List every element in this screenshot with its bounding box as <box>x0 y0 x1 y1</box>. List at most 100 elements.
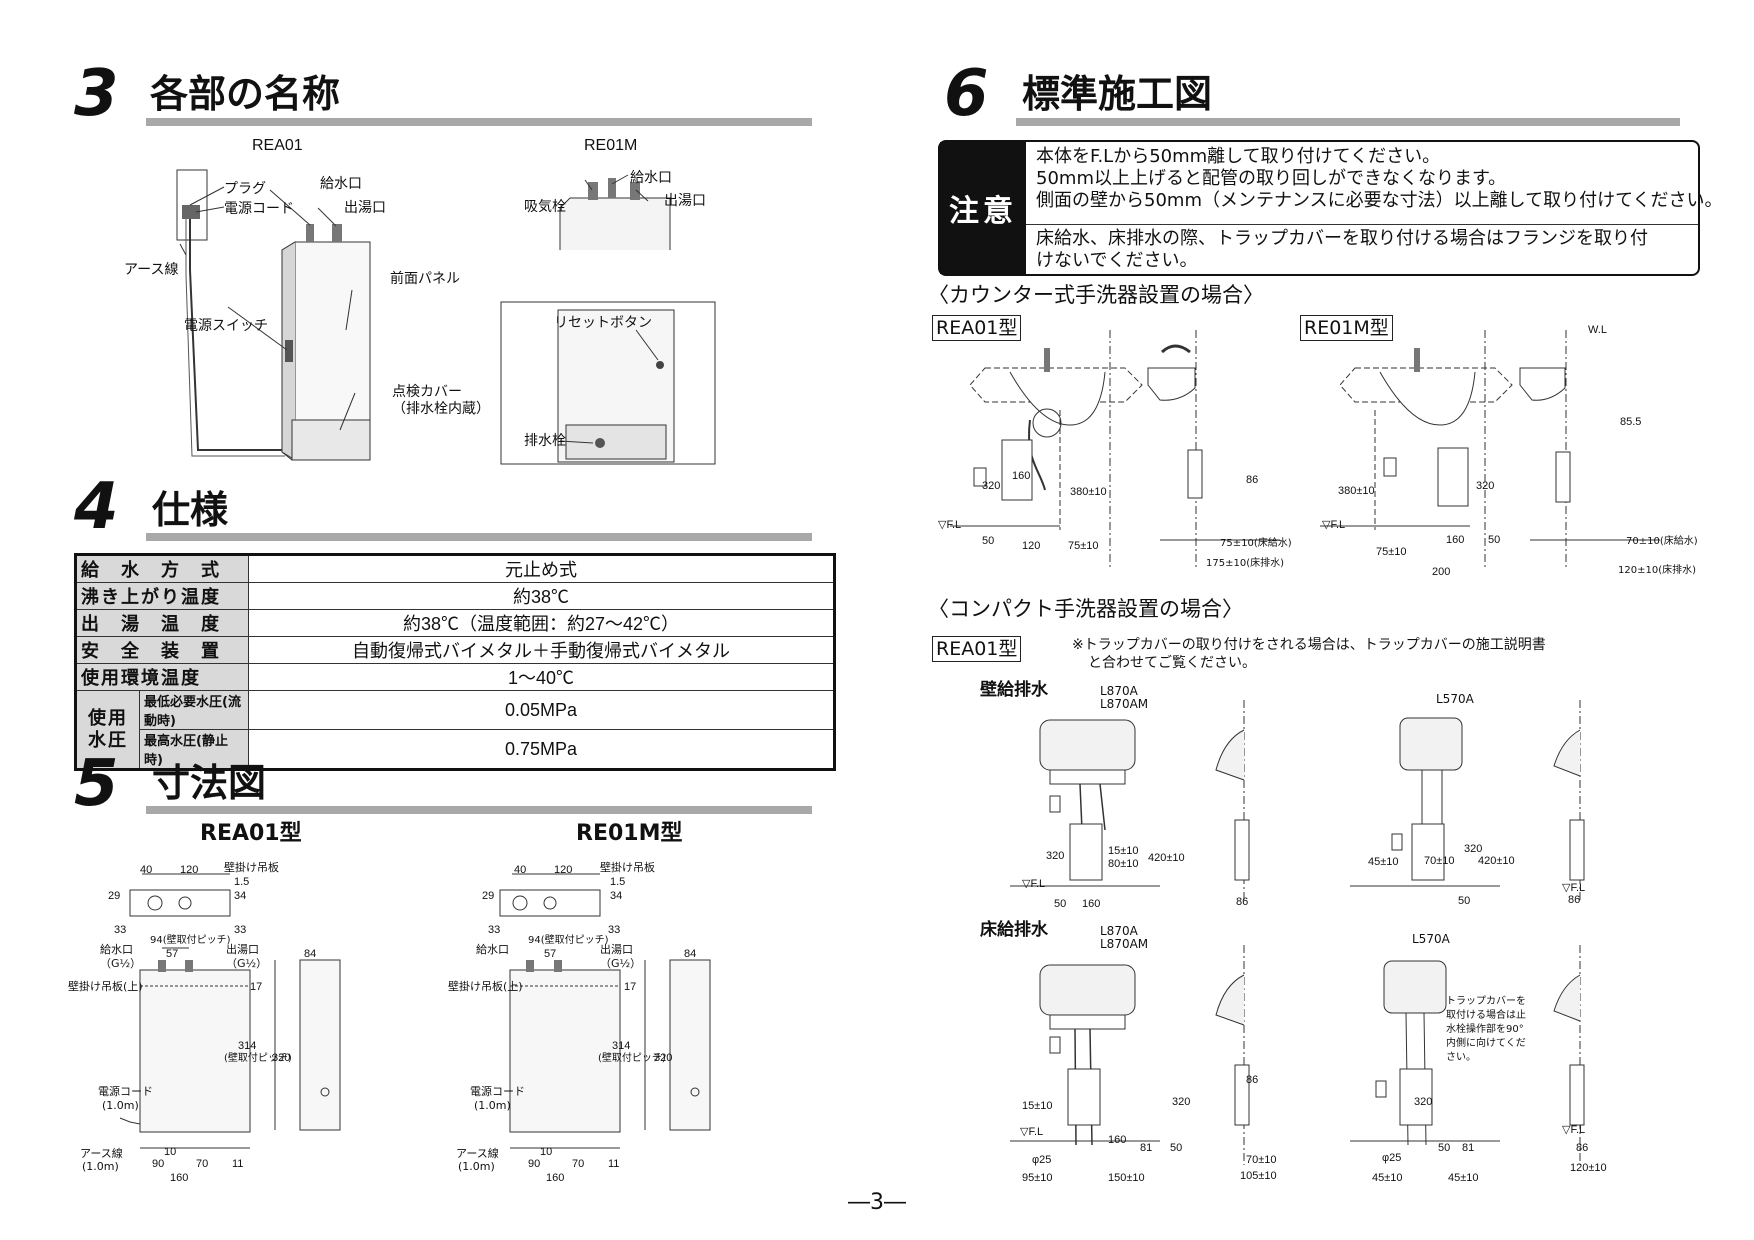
dim-17: 17 <box>250 981 263 993</box>
dim-hanger: 壁掛け吊板 <box>600 861 655 874</box>
spec-value: 1〜40℃ <box>248 663 835 691</box>
dim-314: 314 <box>612 1040 631 1052</box>
dim-160: 160 <box>170 1172 189 1184</box>
dim-outlet: 出湯口 <box>226 943 259 956</box>
re01m-dimension-drawing <box>470 860 720 1180</box>
model-l870a-floor: L870A <box>1100 924 1138 938</box>
section-5-number: 5 <box>74 747 119 821</box>
label-water-inlet: 給水口 <box>320 176 362 192</box>
table-row: 安 全 装 置 自動復帰式バイメタル＋手動復帰式バイメタル <box>75 636 835 664</box>
install-dim-70f: 70±10(床給水) <box>1626 536 1698 547</box>
install-dim-80: 80±10 <box>1108 858 1139 870</box>
install-dim-160: 160 <box>1446 534 1465 546</box>
install-dim-320: 320 <box>1464 843 1483 855</box>
install-dim-200: 200 <box>1432 566 1451 578</box>
dim-earth-len: (1.0m) <box>458 1160 495 1173</box>
dim-34: 34 <box>610 890 623 902</box>
pressure-label: 使用 水圧 <box>75 690 140 770</box>
install-dim-75f: 75±10(床給水) <box>1220 538 1292 549</box>
counter-title: 〈カウンター式手洗器設置の場合〉 <box>928 283 1264 307</box>
section-4-title: 仕様 <box>152 488 229 532</box>
install-dim-86: 86 <box>1246 1074 1259 1086</box>
label-water-inlet-m: 給水口 <box>630 170 672 186</box>
re01m-parts-illustration <box>500 160 730 470</box>
install-dim-81: 81 <box>1462 1142 1475 1154</box>
model-l570a: L570A <box>1436 692 1474 706</box>
tag-rea01: REA01型 <box>932 315 1022 341</box>
dim-earth: アース線 <box>456 1147 499 1160</box>
dim-pitch-314: (壁取付ピッチ) <box>224 1053 292 1064</box>
dim-33-left: 33 <box>488 924 501 936</box>
dim-1-5: 1.5 <box>234 876 250 888</box>
install-dim-160: 160 <box>1108 1134 1127 1146</box>
section-6-rule <box>1016 118 1680 126</box>
trap-note-4: 内側に向けてくだ <box>1446 1038 1526 1049</box>
install-fl: ▽F.L <box>1562 882 1586 894</box>
dim-33-right: 33 <box>234 924 247 936</box>
dim-11: 11 <box>608 1158 620 1170</box>
spec-label: 給 水 方 式 <box>75 554 249 583</box>
dim-90: 90 <box>528 1158 541 1170</box>
dim-10: 10 <box>164 1146 177 1158</box>
spec-label: 安 全 装 置 <box>75 636 249 664</box>
spec-table: 給 水 方 式 元止め式 沸き上がり温度 約38℃ 出 湯 温 度 約38℃（温… <box>74 553 836 771</box>
tag-re01m: RE01M型 <box>1300 315 1393 341</box>
table-row: 使用環境温度 1〜40℃ <box>75 663 835 691</box>
install-dim-320: 320 <box>1476 480 1495 492</box>
dim-title-rea01: REA01型 <box>200 821 302 846</box>
dim-29: 29 <box>482 890 495 902</box>
dim-70: 70 <box>572 1158 585 1170</box>
install-dim-15: 15±10 <box>1108 845 1139 857</box>
label-inspection-cover-sub: （排水栓内蔵） <box>392 401 490 417</box>
spec-label: 使用環境温度 <box>75 663 249 691</box>
trap-note-5: さい。 <box>1446 1052 1476 1063</box>
spec-value: 約38℃ <box>248 582 835 610</box>
trap-note-1: トラップカバーを <box>1446 996 1526 1007</box>
install-dim-50: 50 <box>1170 1142 1183 1154</box>
install-dim-75: 75±10 <box>1068 540 1099 552</box>
dim-84: 84 <box>684 948 697 960</box>
dim-320: 320 <box>654 1052 673 1064</box>
install-dim-120: 120±10 <box>1570 1162 1607 1174</box>
install-dim-50: 50 <box>982 535 995 547</box>
model-l870a: L870A <box>1100 684 1138 698</box>
dim-90: 90 <box>152 1158 165 1170</box>
dim-title-re01m: RE01M型 <box>576 821 683 846</box>
section-3-number: 3 <box>74 57 119 131</box>
table-row: 給 水 方 式 元止め式 <box>75 554 835 583</box>
tag-rea01-compact: REA01型 <box>932 636 1022 662</box>
dim-outlet-g: （G½） <box>226 957 268 970</box>
install-dim-15: 15±10 <box>1022 1100 1053 1112</box>
install-fl: ▽F.L <box>1022 878 1046 890</box>
caution-label: 注意 <box>940 142 1026 274</box>
dim-cord: 電源コード <box>98 1085 153 1098</box>
install-dim-phi25: φ25 <box>1032 1154 1052 1166</box>
dim-33-right: 33 <box>608 924 621 936</box>
table-row: 使用 水圧 最低必要水圧(流動時) 0.05MPa <box>75 690 835 770</box>
install-dim-420: 420±10 <box>1478 855 1515 867</box>
dim-34: 34 <box>234 890 247 902</box>
dim-120: 120 <box>554 864 573 876</box>
install-dim-50: 50 <box>1054 898 1067 910</box>
section-3-title: 各部の名称 <box>150 72 341 116</box>
install-dim-81: 81 <box>1140 1142 1153 1154</box>
install-dim-105: 105±10 <box>1240 1170 1277 1182</box>
dim-outlet-g: （G½） <box>600 957 642 970</box>
spec-value: 自動復帰式バイメタル＋手動復帰式バイメタル <box>248 636 835 664</box>
label-hot-outlet: 出湯口 <box>344 200 386 216</box>
install-dim-95: 95±10 <box>1022 1172 1053 1184</box>
install-dim-75: 75±10 <box>1376 546 1407 558</box>
install-dim-320: 320 <box>1172 1096 1191 1108</box>
install-dim-phi25: φ25 <box>1382 1152 1402 1164</box>
spec-value: 0.75MPa <box>248 729 835 770</box>
model-label-rea01: REA01 <box>252 137 303 154</box>
caution-box: 注意 本体をF.Lから50mm離して取り付けてください。 50mm以上上げると配… <box>938 140 1723 276</box>
counter-re01m-drawing <box>1300 330 1680 580</box>
section-6-number: 6 <box>944 57 989 131</box>
trap-note-3: 水栓操作部を90° <box>1446 1024 1524 1035</box>
install-dim-86: 86 <box>1236 896 1249 908</box>
counter-rea01-drawing <box>930 330 1310 580</box>
label-intake-plug: 吸気栓 <box>524 199 566 215</box>
install-dim-45: 45±10 <box>1368 856 1399 868</box>
label-reset-button: リセットボタン <box>554 315 652 331</box>
